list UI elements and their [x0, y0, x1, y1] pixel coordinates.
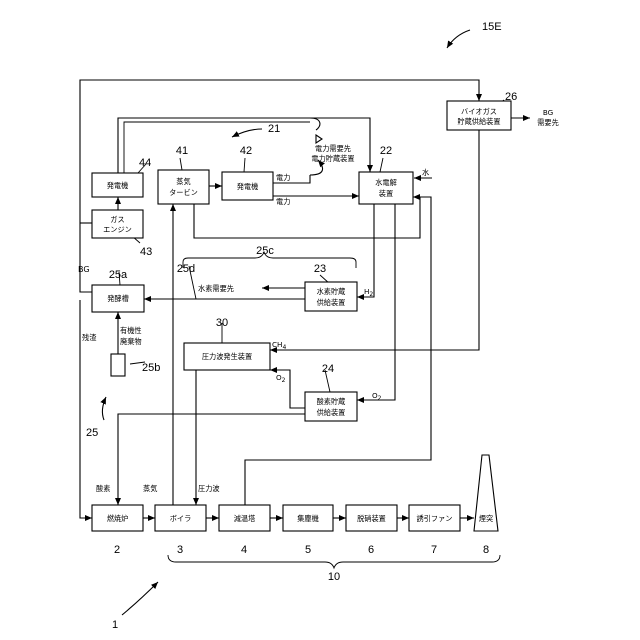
dust-collector-label: 集塵機	[297, 514, 319, 523]
num-30: 30	[216, 317, 228, 329]
generator-44-label: 発電機	[107, 181, 129, 190]
biogas-supply-line1: バイオガス	[461, 107, 497, 116]
generator-42-label: 発電機	[237, 182, 259, 191]
num-43: 43	[140, 246, 152, 258]
label-h2: H2	[364, 287, 373, 298]
boiler-label: ボイラ	[170, 514, 192, 523]
o2-storage-line1: 酸素貯蔵	[317, 397, 346, 406]
label-bg-demand-2: 需要先	[537, 118, 559, 127]
label-residue: 残渣	[82, 333, 96, 342]
boxes	[92, 101, 511, 531]
label-steam: 蒸気	[143, 484, 157, 493]
num-25c: 25c	[256, 245, 274, 257]
curve-21-a	[310, 118, 320, 130]
line-o2	[357, 204, 395, 400]
pressure-wave-label: 圧力波発生装置	[202, 352, 252, 361]
line-tower-electrolysis	[245, 197, 431, 505]
electrolysis-line2: 装置	[379, 189, 393, 198]
fermenter-label: 発酵槽	[107, 294, 129, 303]
num-41: 41	[176, 145, 188, 157]
label-bg: BG	[78, 265, 90, 274]
label-organic-1: 有機性	[120, 326, 142, 335]
label-h2-demand: 水素需要先	[198, 284, 234, 293]
num-2: 2	[114, 544, 120, 556]
steam-turbine-line2: タービン	[169, 188, 198, 197]
chimney-label: 煙突	[479, 514, 493, 523]
box-labels: 燃焼炉 ボイラ 減温塔 集塵機 脱硝装置 誘引ファン 煙突 発電機 ガス エンジ…	[103, 107, 500, 523]
num-1: 1	[112, 619, 118, 631]
ref-arrow-25	[102, 397, 106, 420]
electrolysis-line1: 水電解	[375, 178, 397, 187]
ref-arrow-1	[122, 582, 158, 615]
num-7: 7	[431, 544, 437, 556]
num-10: 10	[328, 571, 340, 583]
num-6: 6	[368, 544, 374, 556]
num-22: 22	[380, 145, 392, 157]
num-25a: 25a	[109, 269, 128, 281]
furnace-label: 燃焼炉	[107, 514, 129, 523]
denitration-label: 脱硝装置	[357, 514, 386, 523]
label-power-a: 電力	[276, 173, 290, 182]
line-h2	[357, 204, 374, 297]
num-3: 3	[177, 544, 183, 556]
num-25: 25	[86, 427, 98, 439]
num-21: 21	[268, 123, 280, 135]
leader-41	[180, 158, 182, 170]
num-24: 24	[322, 363, 334, 375]
gas-engine-line1: ガス	[110, 215, 124, 224]
ref-arrow-15e	[447, 30, 470, 48]
label-power-demand-2: 電力貯蔵装置	[311, 154, 354, 163]
num-25d: 25d	[177, 263, 195, 275]
num-4: 4	[241, 544, 247, 556]
line-gen44-inner	[124, 122, 310, 173]
label-water: 水	[422, 168, 429, 177]
num-25b: 25b	[142, 362, 160, 374]
electrolysis-box	[359, 172, 413, 204]
ref-arrow-21	[232, 129, 262, 137]
label-pressure-wave: 圧力波	[198, 484, 220, 493]
label-power-demand-1: 電力需要先	[315, 144, 351, 153]
num-26: 26	[505, 91, 517, 103]
organic-waste-box	[111, 354, 125, 376]
label-ch4: CH4	[272, 340, 286, 351]
brace-10	[168, 555, 500, 568]
induced-fan-label: 誘引ファン	[417, 514, 453, 523]
biogas-supply-line2: 貯蔵供給装置	[457, 117, 500, 126]
o2-storage-line2: 供給装置	[317, 408, 346, 417]
num-5: 5	[305, 544, 311, 556]
num-23: 23	[314, 263, 326, 275]
steam-turbine-box	[158, 170, 209, 204]
cooling-tower-label: 減温塔	[234, 514, 256, 523]
num-8: 8	[483, 544, 489, 556]
leader-42	[244, 158, 245, 172]
num-15e: 15E	[482, 21, 502, 33]
h2-storage-line2: 供給装置	[317, 298, 346, 307]
steam-turbine-line1: 蒸気	[176, 177, 190, 186]
label-power-b: 電力	[276, 197, 290, 206]
label-organic-2: 廃棄物	[120, 337, 142, 346]
arrowhead-21	[316, 135, 322, 143]
leader-22	[380, 158, 383, 172]
label-o2-a: O2	[276, 373, 286, 384]
label-bg-demand-1: BG	[543, 108, 553, 117]
gas-engine-line2: エンジン	[103, 225, 132, 234]
num-42: 42	[240, 145, 252, 157]
label-oxygen: 酸素	[96, 484, 110, 493]
h2-storage-line1: 水素貯蔵	[317, 287, 346, 296]
num-44: 44	[139, 157, 151, 169]
